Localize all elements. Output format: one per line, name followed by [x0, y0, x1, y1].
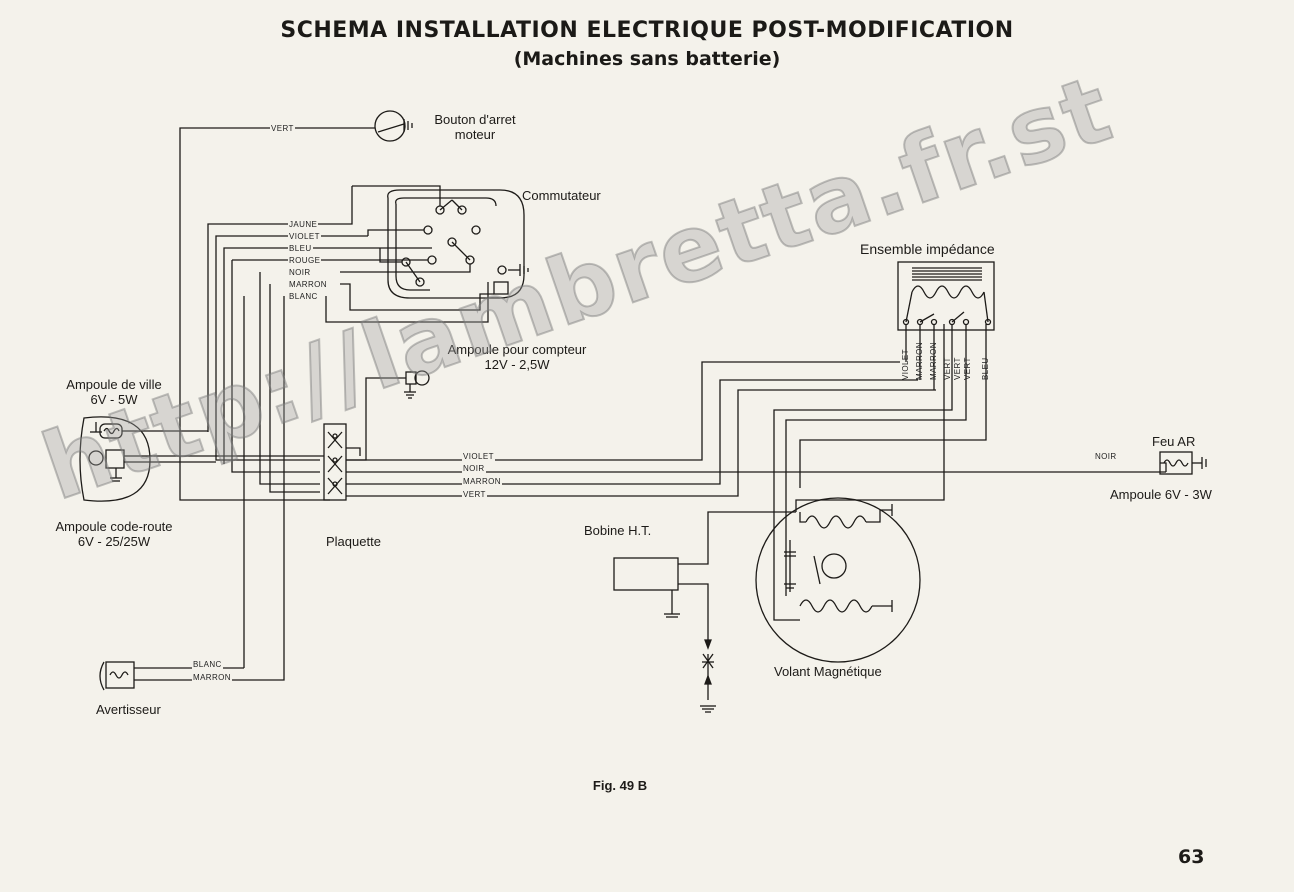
page-number: 63 — [1178, 846, 1205, 868]
wire-label-board: MARRON — [462, 477, 502, 486]
headlamp-symbol — [79, 416, 151, 502]
coil-label: Bobine H.T. — [584, 523, 652, 538]
horn-symbol — [99, 661, 135, 691]
wire-label-impedance: VIOLET — [901, 349, 910, 380]
switch-label: Commutateur — [522, 188, 601, 203]
impedance-symbol — [897, 261, 995, 331]
wire-label-board: VERT — [462, 490, 487, 499]
wire-label-board: VIOLET — [462, 452, 495, 461]
flywheel-label: Volant Magnétique — [774, 664, 882, 679]
terminal-board-symbol — [323, 423, 347, 501]
wire-label-impedance: VERT — [943, 357, 952, 380]
flywheel-symbol — [755, 497, 921, 663]
wire-label-switch: ROUGE — [288, 256, 322, 265]
wire-label-switch: NOIR — [288, 268, 312, 277]
wire-label-impedance: VERT — [963, 357, 972, 380]
page-subtitle: (Machines sans batterie) — [513, 48, 781, 70]
headlamp-label: Ampoule code-route 6V - 25/25W — [55, 519, 173, 549]
wire-label-impedance: BLEU — [981, 357, 990, 381]
page-title: SCHEMA INSTALLATION ELECTRIQUE POST-MODI… — [280, 18, 1014, 43]
terminal-board-label: Plaquette — [326, 534, 381, 549]
wire-label-switch: BLEU — [288, 244, 313, 253]
city-lamp-label: Ampoule de ville 6V - 5W — [66, 377, 162, 407]
wire-label-impedance: MARRON — [915, 342, 924, 380]
wire-label-switch: BLANC — [288, 292, 319, 301]
rear-lamp-title: Feu AR — [1152, 434, 1196, 449]
coil-symbol — [613, 511, 796, 713]
wire-label-horn: BLANC — [192, 660, 223, 669]
wire-label-impedance: VERT — [953, 357, 962, 380]
stop-button-symbol — [374, 110, 413, 142]
wire-label-impedance: MARRON — [929, 342, 938, 380]
rear-lamp-spec: Ampoule 6V - 3W — [1110, 487, 1212, 502]
rear-lamp-symbol — [1159, 451, 1207, 475]
wire-label-switch: JAUNE — [288, 220, 319, 229]
horn-label: Avertisseur — [96, 702, 161, 717]
meter-lamp-label: Ampoule pour compteur 12V - 2,5W — [447, 342, 587, 372]
wire-label-horn: MARRON — [192, 673, 232, 682]
wire-label-rear: NOIR — [1094, 452, 1118, 461]
switch-symbol — [387, 189, 529, 299]
impedance-label: Ensemble impédance — [860, 241, 995, 257]
wire-label-stop: VERT — [270, 124, 295, 133]
figure-caption: Fig. 49 B — [592, 778, 648, 793]
wire-label-switch: VIOLET — [288, 232, 321, 241]
meter-lamp-symbol — [404, 370, 430, 399]
stop-button-label: Bouton d'arret moteur — [434, 112, 516, 142]
wire-label-switch: MARRON — [288, 280, 328, 289]
wire-label-board: NOIR — [462, 464, 486, 473]
